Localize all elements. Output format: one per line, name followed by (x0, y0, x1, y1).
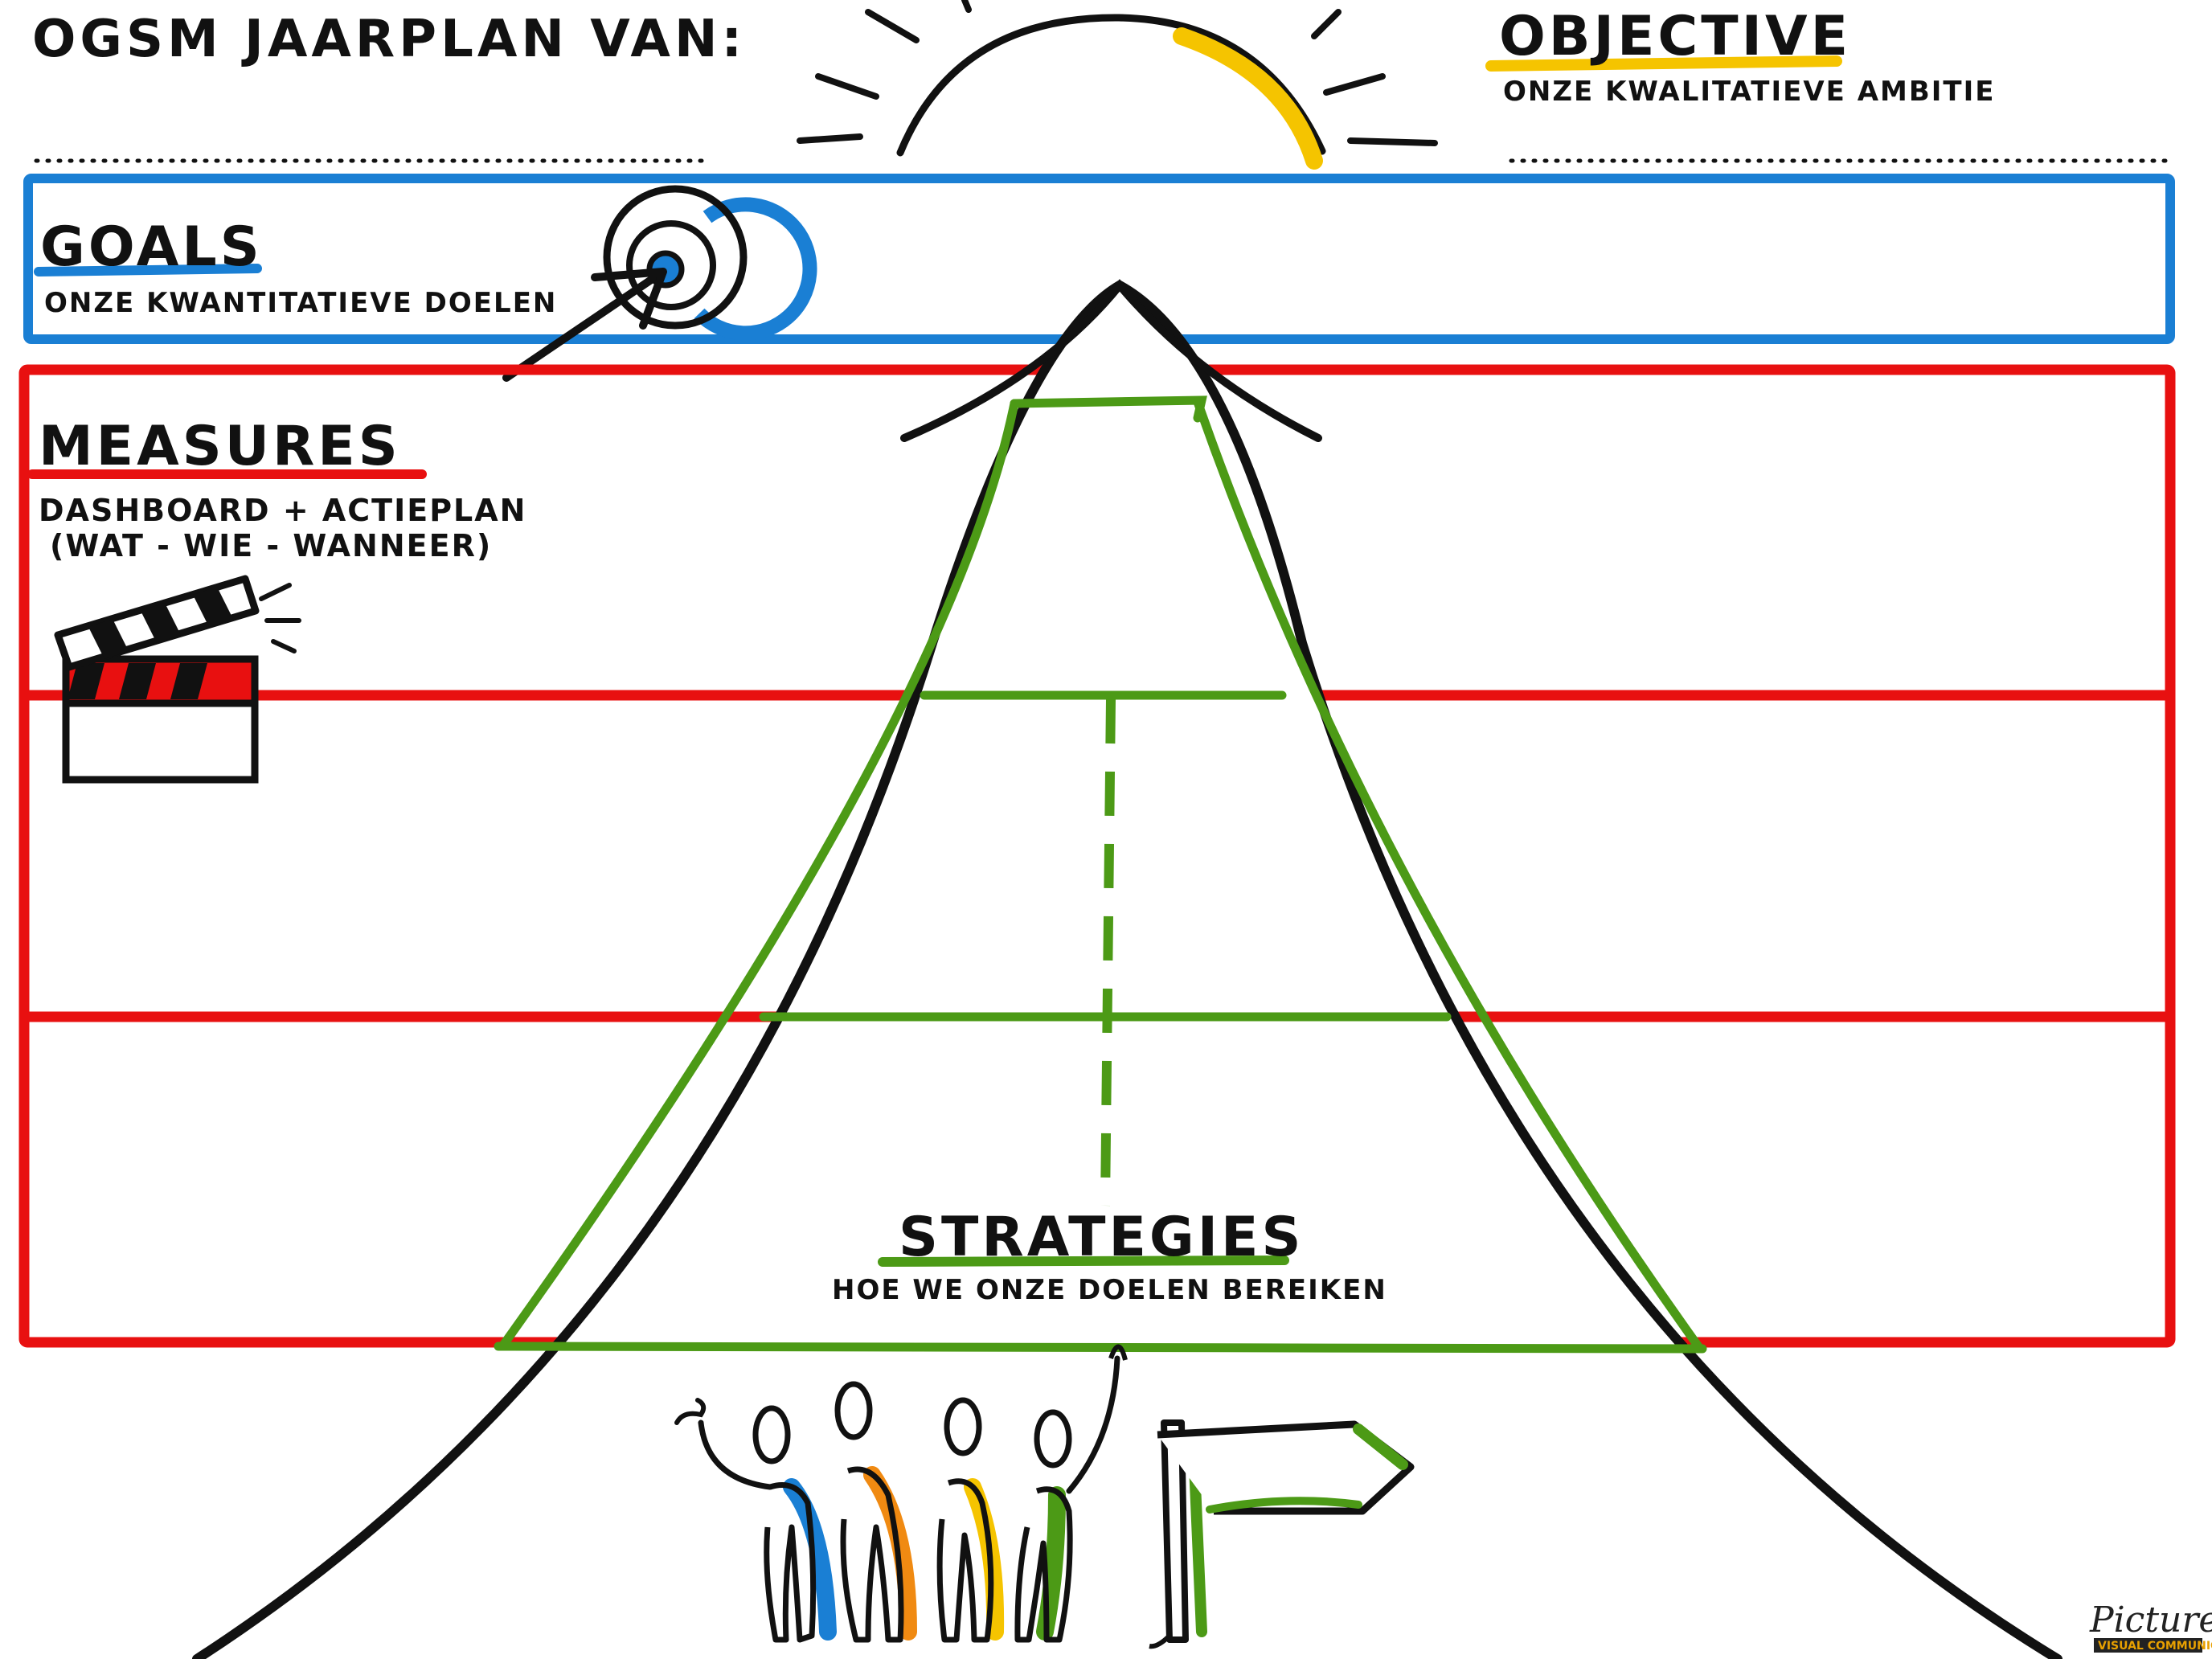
mountain-icon (192, 279, 2062, 1659)
clapperboard-icon (54, 575, 301, 784)
people-icon (674, 1344, 1128, 1643)
sun-icon (797, 0, 1438, 170)
signpost-icon (1149, 1419, 1415, 1649)
brand-logo: Picture.it VISUAL COMMUNICATION (2089, 1600, 2212, 1653)
page-title: OGSM JAARPLAN VAN: (32, 10, 746, 69)
measures-label: MEASURES (39, 415, 401, 478)
strategies-sub: HOE WE ONZE DOELEN BEREIKEN (832, 1274, 1387, 1306)
strategies-label: STRATEGIES (899, 1206, 1304, 1269)
measures-sub-line1: DASHBOARD + ACTIEPLAN (39, 493, 526, 528)
brand-logo-text: Picture.it (2089, 1600, 2212, 1641)
objective-underline (1485, 55, 1842, 72)
target-icon (502, 185, 817, 382)
objective-label: OBJECTIVE (1499, 5, 1851, 68)
strategies-underline (878, 1256, 1289, 1267)
goals-underline (34, 264, 262, 276)
goals-label: GOALS (40, 215, 263, 279)
brand-tagline: VISUAL COMMUNICATION (2098, 1640, 2212, 1653)
objective-sub: ONZE KWALITATIEVE AMBITIE (1503, 76, 1995, 108)
measures-sub-line2: (WAT - WIE - WANNEER) (50, 528, 492, 563)
strategies-pyramid (494, 395, 1707, 1354)
goals-sub: ONZE KWANTITATIEVE DOELEN (44, 287, 557, 319)
